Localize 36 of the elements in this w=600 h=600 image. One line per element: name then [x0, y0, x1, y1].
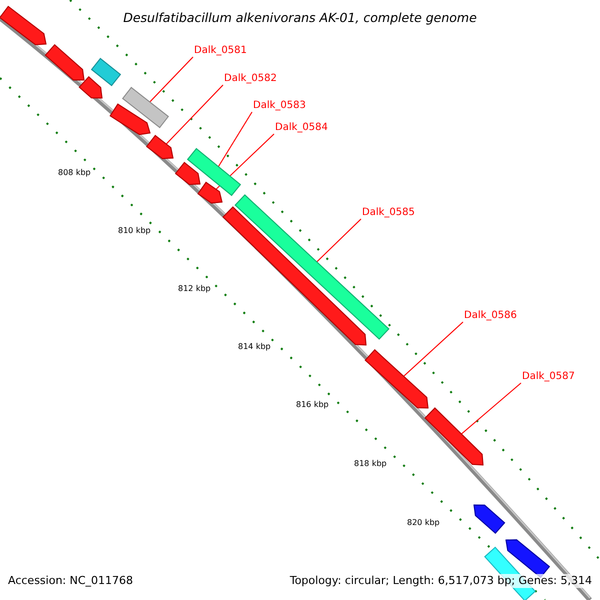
gene-label: Dalk_0586: [464, 310, 517, 322]
gene-label: Dalk_0584: [275, 122, 328, 134]
scale-label: 816 kbp: [296, 399, 329, 411]
scale-label: 818 kbp: [354, 458, 387, 470]
leader-line: [166, 84, 224, 144]
leader-line: [460, 382, 522, 434]
footer-text: Accession: NC_011768: [8, 574, 134, 588]
gene-segment: [186, 148, 242, 196]
gene-segment: [473, 504, 506, 534]
leader-line: [149, 56, 194, 102]
scale-label: 812 kbp: [178, 283, 211, 295]
leader-line: [218, 112, 252, 168]
scale-label: 810 kbp: [118, 225, 151, 237]
gene-segment: [364, 349, 429, 409]
gene-label: Dalk_0582: [224, 73, 277, 85]
title: Desulfatibacillum alkenivorans AK-01, complete genome: [122, 10, 478, 26]
gene-segment: [174, 162, 201, 185]
footer-text: Topology: circular; Length: 6,517,073 bp; Genes: 5,314: [290, 574, 592, 588]
gene-segment: [122, 86, 169, 128]
scale-label: 814 kbp: [238, 341, 271, 353]
gene-segment: [0, 6, 47, 46]
gene-label: Dalk_0585: [362, 207, 415, 219]
gene-segment: [44, 44, 85, 80]
gene-segment: [90, 58, 122, 86]
gene-segment: [78, 76, 103, 98]
gene-segment: [146, 134, 174, 160]
gene-segment: [424, 407, 484, 466]
scale-label: 820 kbp: [407, 517, 440, 529]
gene-label: Dalk_0583: [253, 100, 306, 112]
scale-label: 808 kbp: [58, 167, 91, 179]
gene-label: Dalk_0581: [194, 45, 247, 57]
gene-segment: [197, 182, 223, 204]
gene-label: Dalk_0587: [522, 371, 575, 383]
leader-line: [403, 322, 464, 377]
leader-line: [316, 218, 362, 262]
gene-segment: [110, 103, 151, 136]
